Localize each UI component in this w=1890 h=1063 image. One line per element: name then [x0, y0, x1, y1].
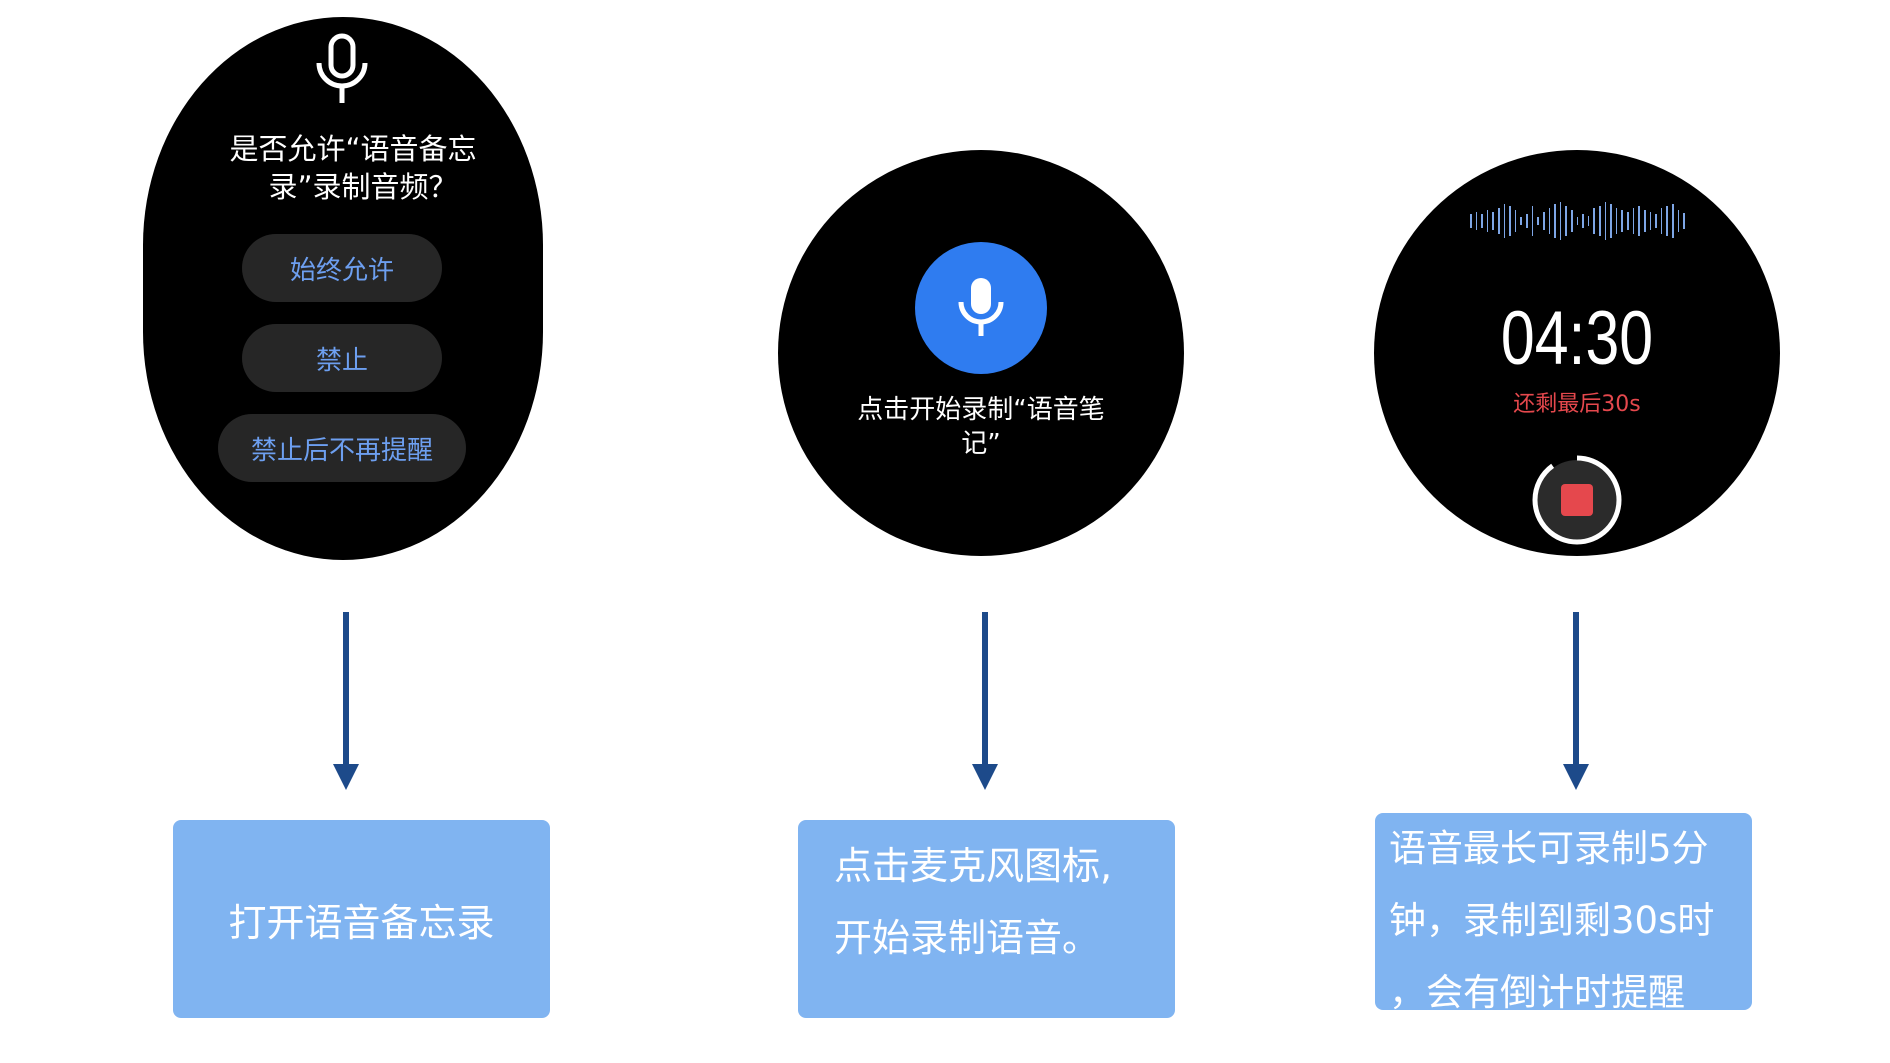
waveform-bar: [1677, 210, 1680, 232]
arrow-head-2: [972, 764, 998, 790]
microphone-icon: [958, 278, 1004, 336]
waveform-bar: [1492, 212, 1495, 230]
waveform-bar: [1559, 202, 1562, 240]
waveform-bar: [1671, 204, 1674, 238]
stop-recording-button[interactable]: [1530, 453, 1624, 547]
waveform-bar: [1475, 212, 1478, 230]
waveform-bar: [1542, 212, 1545, 230]
waveform-bar: [1509, 206, 1511, 236]
deny-dont-ask-button[interactable]: 禁止后不再提醒: [218, 414, 466, 482]
waveform-bar: [1514, 210, 1517, 232]
caption-text: 语音最长可录制5分: [1389, 827, 1709, 870]
waveform-bar: [1610, 204, 1612, 238]
waveform-bar: [1683, 213, 1685, 229]
microphone-icon: [316, 33, 368, 103]
prompt-line: 点击开始录制“语音笔: [857, 395, 1105, 425]
waveform-bar: [1470, 214, 1472, 228]
waveform-bar: [1599, 206, 1601, 236]
start-prompt: 点击开始录制“语音笔 记”: [778, 393, 1184, 461]
waveform-bar: [1666, 206, 1668, 236]
arrow-3: [1573, 612, 1579, 764]
waveform-bar: [1503, 204, 1506, 238]
caption-text: ，会有倒计时提醒: [1389, 971, 1685, 1014]
waveform-bar: [1570, 210, 1573, 232]
waveform-bar: [1615, 208, 1618, 234]
recording-timer: 04:30: [1500, 296, 1654, 381]
waveform-bar: [1655, 214, 1657, 228]
arrow-1: [343, 612, 349, 764]
waveform-bar: [1632, 208, 1635, 234]
progress-ring: [1532, 455, 1622, 545]
waveform-bar: [1660, 208, 1663, 234]
stop-icon: [1561, 484, 1593, 516]
waveform-bar: [1593, 208, 1596, 234]
waveform-bar: [1643, 210, 1646, 232]
waveform-bar: [1638, 206, 1640, 236]
prompt-line: 是否允许“语音备忘: [229, 132, 477, 166]
waveform-bar: [1486, 210, 1489, 232]
prompt-line: 记”: [961, 429, 1001, 459]
waveform-bar: [1548, 208, 1551, 234]
waveform-bar: [1520, 217, 1523, 225]
caption-step-3: 语音最长可录制5分 钟，录制到剩30s时 ，会有倒计时提醒: [1375, 813, 1752, 1014]
waveform-bar: [1554, 204, 1556, 238]
audio-waveform: [1470, 200, 1685, 242]
waveform-bar: [1537, 217, 1539, 225]
prompt-line: 录”录制音频？: [268, 170, 458, 204]
caption-step-2: 点击麦克风图标, 开始录制语音。: [798, 820, 1175, 1018]
caption-text: 开始录制语音。: [834, 916, 1101, 960]
waveform-bar: [1531, 206, 1534, 236]
waveform-bar: [1498, 208, 1500, 234]
waveform-bar: [1576, 217, 1579, 225]
permission-prompt: 是否允许“语音备忘 录”录制音频？: [143, 130, 543, 206]
waveform-bar: [1627, 212, 1629, 230]
remaining-time-warning: 还剩最后30s: [1513, 392, 1641, 417]
waveform-bar: [1621, 210, 1624, 232]
caption-text: 点击麦克风图标,: [834, 844, 1113, 888]
waveform-bar: [1481, 214, 1483, 228]
caption-text: 打开语音备忘录: [228, 900, 495, 945]
waveform-bar: [1565, 206, 1567, 236]
waveform-bar: [1649, 212, 1652, 230]
always-allow-button[interactable]: 始终允许: [242, 234, 442, 302]
caption-text: 钟，录制到剩30s时: [1389, 899, 1715, 942]
deny-button[interactable]: 禁止: [242, 324, 442, 392]
arrow-head-3: [1563, 764, 1589, 790]
waveform-bar: [1582, 214, 1584, 228]
waveform-bar: [1587, 216, 1590, 226]
caption-step-1: 打开语音备忘录: [173, 820, 550, 1018]
waveform-bar: [1526, 214, 1528, 228]
record-mic-button[interactable]: [915, 242, 1047, 374]
arrow-2: [982, 612, 988, 764]
waveform-bar: [1604, 202, 1607, 240]
arrow-head-1: [333, 764, 359, 790]
